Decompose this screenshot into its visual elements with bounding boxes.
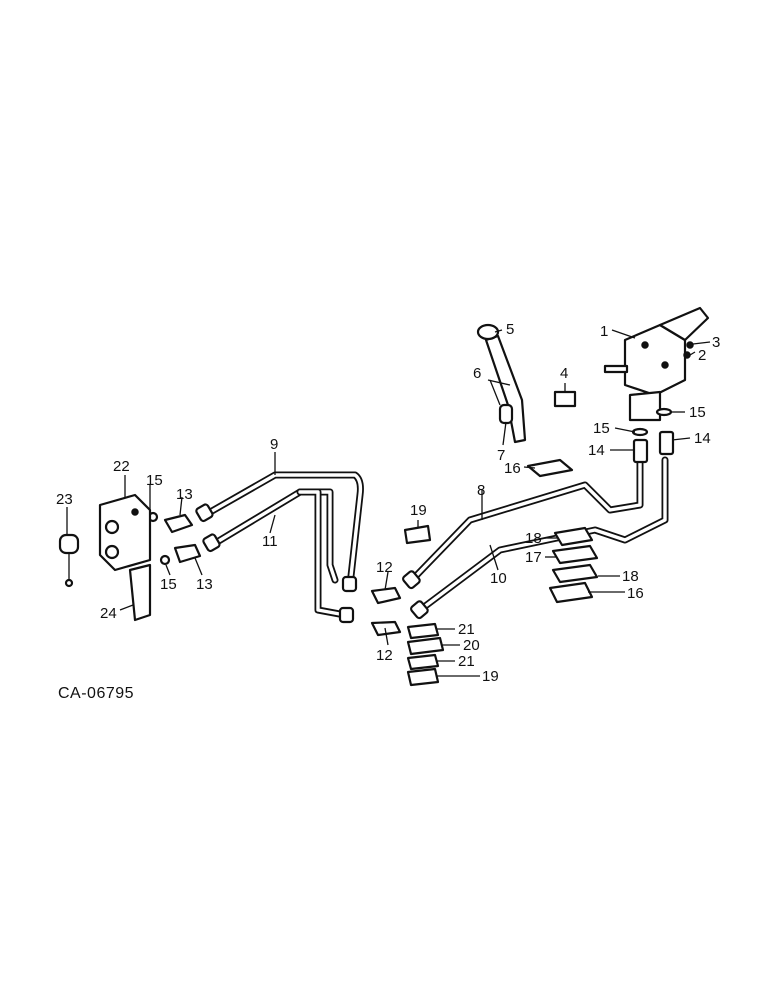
- dust-plug: [58, 533, 80, 588]
- mounting-plate: [128, 563, 152, 622]
- elbows: [163, 513, 402, 637]
- callout-5: 5: [506, 321, 514, 338]
- tube-nuts: [195, 503, 429, 624]
- callout-14: 14: [694, 430, 711, 447]
- callout-12: 12: [376, 647, 393, 664]
- callout-19: 19: [410, 502, 427, 519]
- callout-15: 15: [160, 576, 177, 593]
- callout-12: 12: [376, 559, 393, 576]
- callout-4: 4: [560, 365, 568, 382]
- callout-21: 21: [458, 653, 475, 670]
- callout-23: 23: [56, 491, 73, 508]
- callout-7: 7: [497, 447, 505, 464]
- tube-11: [208, 488, 349, 619]
- callout-13: 13: [196, 576, 213, 593]
- leader-lines: [66, 329, 711, 677]
- callout-8: 8: [477, 482, 485, 499]
- tube-9: [201, 471, 364, 589]
- callout-16: 16: [627, 585, 644, 602]
- callout-14: 14: [588, 442, 605, 459]
- callout-18: 18: [525, 530, 542, 547]
- callout-19: 19: [482, 668, 499, 685]
- tube-10: [416, 456, 669, 614]
- callout-24: 24: [100, 605, 117, 622]
- callout-6: 6: [473, 365, 481, 382]
- clamp-plates: [403, 458, 599, 687]
- adaptors-14: [632, 430, 675, 464]
- callout-13: 13: [176, 486, 193, 503]
- bracket: [553, 390, 577, 408]
- callout-16: 16: [504, 460, 521, 477]
- callout-22: 22: [113, 458, 130, 475]
- callout-18: 18: [622, 568, 639, 585]
- callout-11: 11: [262, 533, 278, 550]
- callout-15: 15: [593, 420, 610, 437]
- callout-21: 21: [458, 621, 475, 638]
- callout-9: 9: [270, 436, 278, 453]
- callout-labels: 1 2 3 4 5 6 7 8 9 10 11 12 12 13 13 14 1…: [56, 321, 720, 685]
- callout-2: 2: [698, 347, 706, 364]
- callout-15: 15: [689, 404, 706, 421]
- callout-10: 10: [490, 570, 507, 587]
- callout-3: 3: [712, 334, 720, 351]
- callout-1: 1: [600, 323, 608, 340]
- control-lever: [476, 323, 527, 444]
- tube-8: [408, 456, 644, 584]
- callout-20: 20: [463, 637, 480, 654]
- coupler-block: [98, 493, 152, 572]
- callout-15: 15: [146, 472, 163, 489]
- callout-17: 17: [525, 549, 542, 566]
- reference-code: CA-06795: [58, 685, 134, 702]
- control-valve: [603, 306, 710, 422]
